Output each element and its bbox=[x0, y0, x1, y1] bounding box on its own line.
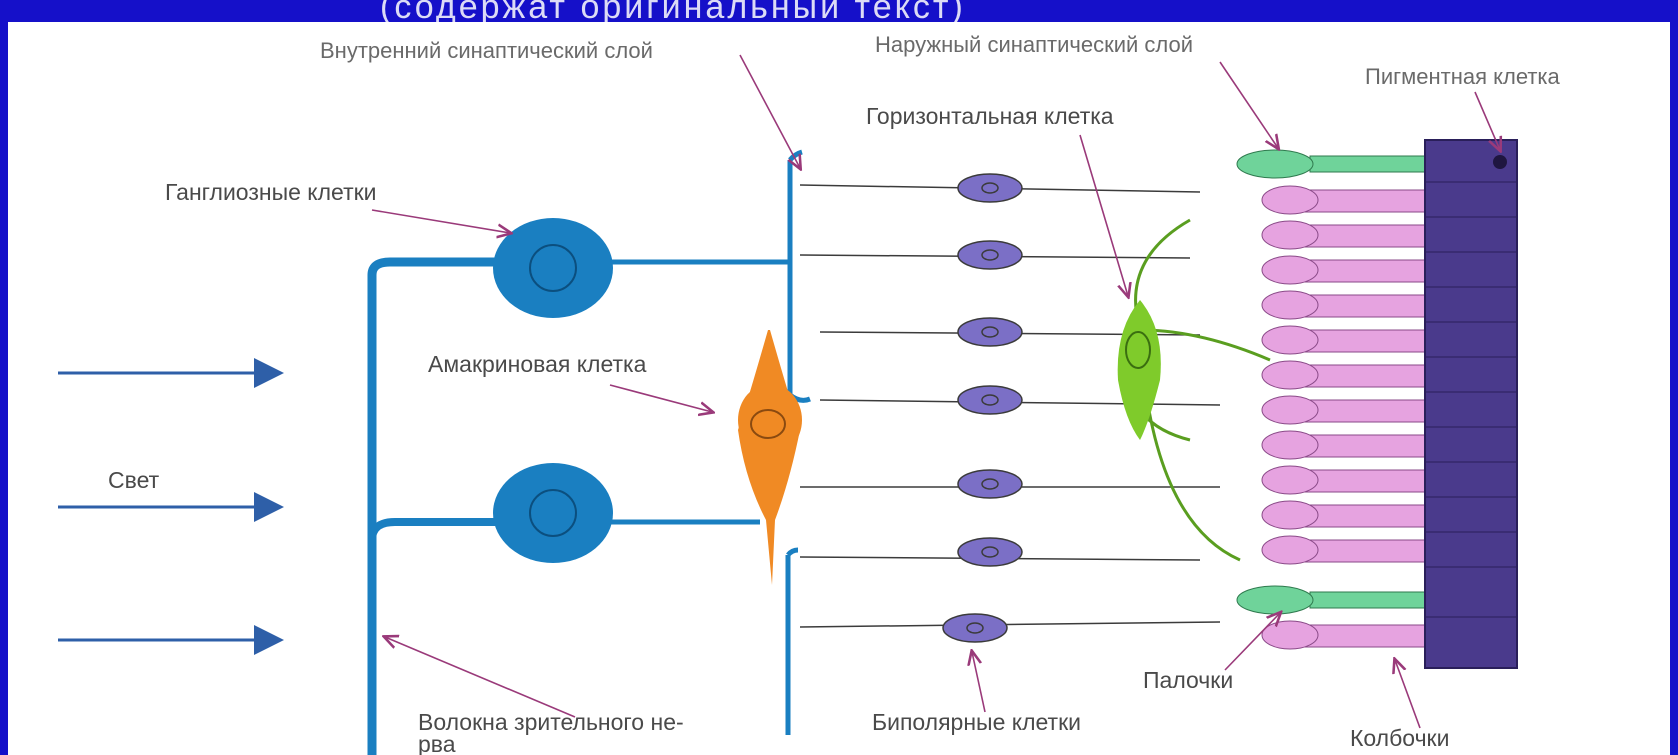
label-horizontal-cell: Горизонтальная клетка bbox=[866, 103, 1114, 129]
label-cones: Колбочки bbox=[1350, 725, 1449, 751]
light-label: Свет bbox=[108, 467, 160, 493]
label-outer-synaptic-layer: Наружный синаптический слой bbox=[875, 32, 1193, 57]
header-partial: (содержат оригинальный текст) bbox=[380, 0, 966, 26]
label-ganglion-cells: Ганглиозные клетки bbox=[165, 179, 377, 205]
label-optic-fibers-2: рва bbox=[418, 731, 456, 755]
pigment-layer bbox=[1425, 140, 1517, 668]
label-rods: Палочки bbox=[1143, 667, 1233, 693]
label-bipolar-cells: Биполярные клетки bbox=[872, 709, 1081, 735]
label-inner-synaptic-layer: Внутренний синаптический слой bbox=[320, 38, 653, 63]
label-pigment-cell: Пигментная клетка bbox=[1365, 64, 1561, 89]
label-optic-fibers-1: Волокна зрительного не- bbox=[418, 709, 684, 735]
label-amacrine-cell: Амакриновая клетка bbox=[428, 351, 647, 377]
